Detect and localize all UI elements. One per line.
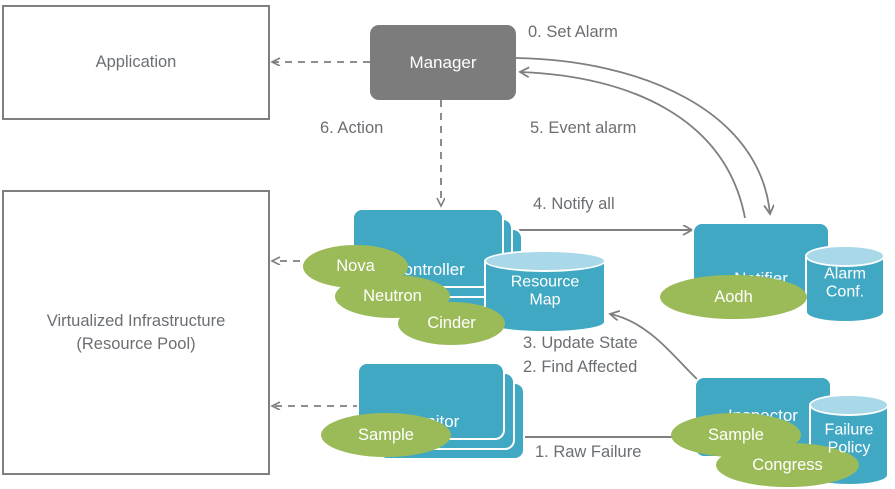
alarm-conf-datastore[interactable]: Alarm Conf.	[805, 245, 885, 323]
aodh-label: Aodh	[714, 287, 753, 306]
flow-label-notify-all: 4. Notify all	[533, 195, 615, 213]
infrastructure-label-line1: Virtualized Infrastructure	[46, 312, 226, 331]
flow-label-raw-failure: 1. Raw Failure	[535, 443, 642, 461]
resource-map-datastore[interactable]: Resource Map	[484, 250, 606, 333]
application-label: Application	[95, 53, 177, 72]
sample-inspector-label: Sample	[708, 425, 764, 444]
resource-map-label: Resource Map	[484, 273, 606, 310]
alarm-conf-label-line2: Conf.	[825, 284, 865, 301]
congress-label: Congress	[752, 455, 823, 474]
project-pill-congress[interactable]: Congress	[716, 443, 859, 487]
failure-policy-label: Failure Policy	[809, 422, 889, 459]
alarm-conf-label: Alarm Conf.	[805, 266, 885, 303]
infrastructure-label-line2: (Resource Pool)	[76, 334, 196, 353]
manager-box[interactable]: Manager	[370, 25, 516, 100]
flow-label-set-alarm: 0. Set Alarm	[528, 23, 618, 41]
failure-policy-label-line1: Failure	[824, 421, 874, 439]
cinder-label: Cinder	[427, 314, 476, 332]
nova-label: Nova	[336, 257, 375, 275]
neutron-label: Neutron	[363, 287, 422, 305]
resource-map-label-line2: Map	[529, 291, 561, 309]
flow-label-action: 6. Action	[320, 119, 384, 137]
application-box[interactable]: Application	[2, 5, 270, 120]
project-pill-sample-monitor[interactable]: Sample	[321, 413, 451, 457]
flow-label-update-state: 3. Update State	[523, 334, 638, 352]
resource-map-label-line1: Resource	[510, 273, 580, 291]
resource-map-cylinder-top	[484, 250, 606, 272]
manager-label: Manager	[409, 52, 477, 72]
sample-monitor-label: Sample	[358, 425, 414, 444]
infrastructure-box[interactable]: Virtualized Infrastructure (Resource Poo…	[2, 190, 270, 475]
failure-policy-cylinder-top	[809, 394, 889, 416]
flow-label-find-affected: 2. Find Affected	[523, 358, 638, 376]
alarm-conf-cylinder-top	[805, 245, 885, 267]
controller-label: Controller	[391, 260, 465, 279]
project-pill-cinder[interactable]: Cinder	[398, 302, 505, 345]
alarm-conf-label-line1: Alarm	[824, 265, 866, 283]
project-pill-aodh[interactable]: Aodh	[660, 275, 807, 319]
failure-policy-label-line2: Policy	[827, 440, 871, 457]
flow-label-event-alarm: 5. Event alarm	[530, 119, 637, 137]
